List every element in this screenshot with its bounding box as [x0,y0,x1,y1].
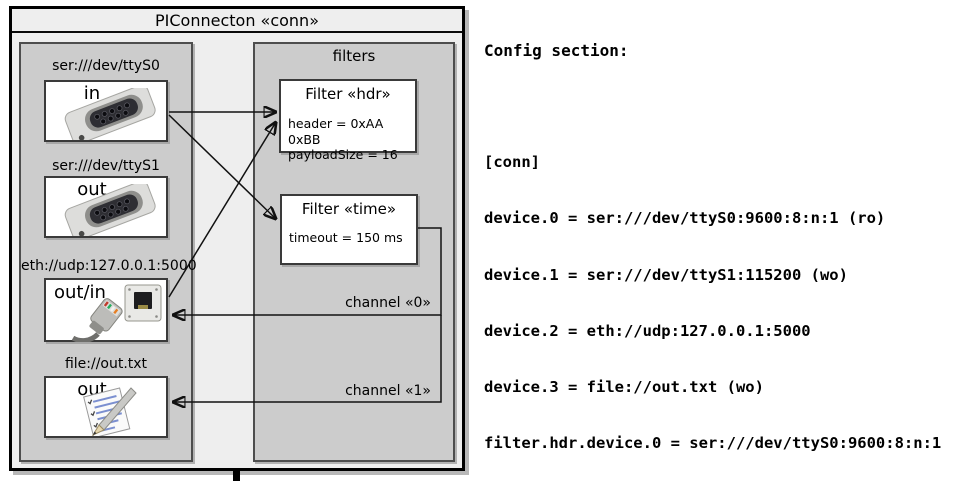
serial-db9-connector-icon [60,180,160,241]
piconnection-box: PIConnecton «conn» ser:///dev/ttyS0 in [9,6,465,471]
filters-container: filters Filter «hdr» header = 0xAA 0xBB … [253,42,455,462]
diagram-title: PIConnecton «conn» [12,9,462,33]
serial-db9-connector-icon [60,84,160,145]
channel-0-label: channel «0» [345,295,431,311]
config-line: device.0 = ser:///dev/ttyS0:9600:8:n:1 (… [484,209,886,228]
device-label-file: file://out.txt [64,356,148,372]
filters-title: filters [332,47,376,65]
bottom-border-tick [233,471,240,481]
filter-property: header = 0xAA 0xBB [288,116,384,147]
device-label-ser0: ser:///dev/ttyS0 [52,58,160,74]
device-port-label: in [83,83,101,104]
notepad-with-pencil-icon [78,386,140,440]
device-label-ser1: ser:///dev/ttyS1 [52,158,160,174]
config-heading: Config section: [484,41,629,60]
device-box-ser0-in: in [44,80,168,145]
device-box-ser1-out: out [44,176,168,241]
ethernet-jack-icon [124,284,162,326]
filter-property: payloadSize = 16 [288,147,398,162]
device-port-label: out [77,179,107,200]
filter-time-title: Filter «time» [301,200,397,218]
device-box-file-out: out [44,376,168,440]
rj45-cable-icon [68,298,134,346]
config-line: device.2 = eth://udp:127.0.0.1:5000 [484,321,811,340]
filter-hdr-box: Filter «hdr» header = 0xAA 0xBB payloadS… [279,79,417,162]
config-line: [conn] [484,153,540,171]
devices-container: ser:///dev/ttyS0 in [19,42,197,462]
config-section: Config section: [conn] device.0 = ser://… [484,3,951,484]
config-line: device.1 = ser:///dev/ttyS1:115200 (wo) [484,265,848,284]
device-label-eth: eth://udp:127.0.0.1:5000 [21,258,197,274]
filter-hdr-title: Filter «hdr» [305,85,391,103]
device-box-eth-outin: out/in [44,278,168,344]
config-line: filter.hdr.device.0 = ser:///dev/ttyS0:9… [484,434,942,453]
filter-time-box: Filter «time» timeout = 150 ms [280,194,418,265]
config-line: device.3 = file://out.txt (wo) [484,378,764,397]
filter-property: timeout = 150 ms [289,230,403,245]
device-port-label: out/in [54,282,106,303]
channel-1-label: channel «1» [345,383,431,399]
config-lines: [conn] device.0 = ser:///dev/ttyS0:9600:… [484,115,951,484]
